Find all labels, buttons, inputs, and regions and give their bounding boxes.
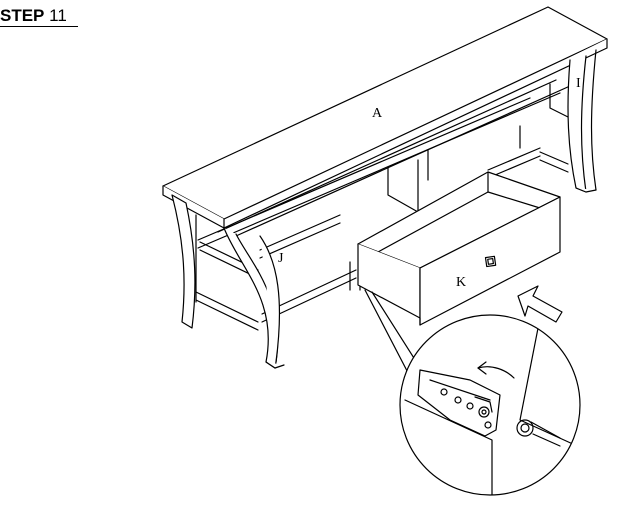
label-drawer: K <box>456 275 466 290</box>
step-title: STEP 11 <box>0 6 78 27</box>
cabinet <box>162 6 608 369</box>
left-leg <box>171 194 285 369</box>
screw-icon <box>516 419 561 447</box>
step-word: STEP <box>0 6 45 25</box>
label-top-panel: A <box>372 106 383 121</box>
rotate-arrow-icon <box>477 361 515 379</box>
label-right-leg: I <box>576 76 581 91</box>
push-arrow-icon <box>517 285 563 323</box>
detail-circle <box>399 314 581 496</box>
drawer <box>357 171 561 326</box>
top-panel <box>162 6 608 229</box>
label-left-leg: J <box>278 251 284 266</box>
step-number: 11 <box>49 6 67 25</box>
right-leg <box>567 49 597 193</box>
